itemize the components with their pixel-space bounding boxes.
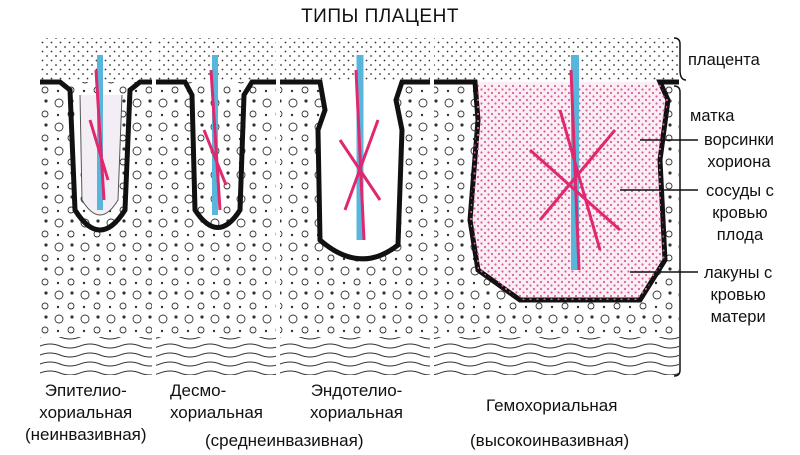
caption-desmochorial-invasion: (среднеинвазивная) (205, 431, 364, 450)
caption-endotheliochorial: Эндотелио- хориальная (310, 381, 403, 422)
panel-epitheliochorial (40, 38, 152, 375)
uterus-bracket (673, 85, 681, 377)
caption-hemochorial: Гемохориальная (486, 396, 618, 415)
label-placenta: плацента (688, 51, 760, 69)
panel-hemochorial (434, 38, 679, 375)
panel-desmochorial (156, 38, 276, 375)
caption-hemochorial-invasion: (высокоинвазивная) (470, 431, 630, 450)
caption-desmochorial: Десмо- хориальная (170, 381, 263, 422)
label-villi: ворсинки хориона (704, 131, 774, 171)
panel-endotheliochorial (280, 38, 430, 375)
label-uterus: матка (690, 107, 735, 125)
placenta-bracket (673, 37, 687, 81)
diagram-title: ТИПЫ ПЛАЦЕНТ (301, 6, 459, 27)
caption-epitheliochorial: Эпителио- хориальная (неинвазивная) (25, 381, 147, 444)
label-maternal-lacunae: лакуны с кровью матери (704, 264, 773, 326)
label-fetal-vessels: сосуды с кровью плода (706, 182, 774, 244)
